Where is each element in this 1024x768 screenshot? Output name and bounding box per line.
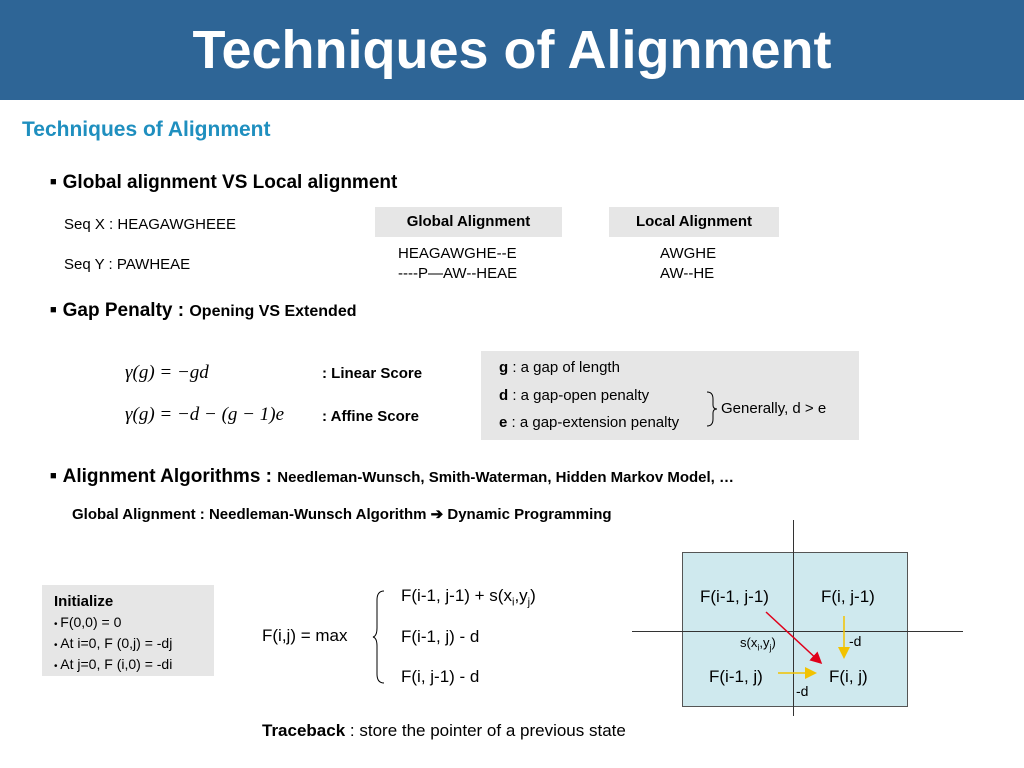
section-subtitle: Techniques of Alignment — [22, 118, 271, 141]
dp-grid-box — [682, 552, 908, 707]
recurrence-brace-icon — [372, 590, 385, 684]
seq-x: Seq X : HEAGAWGHEEE — [64, 216, 236, 233]
initialize-list: • F(0,0) = 0 • At i=0, F (0,j) = -dj • A… — [54, 613, 172, 676]
bullet-global-vs-local: ■Global alignment VS Local alignment — [50, 172, 398, 193]
init-item: • F(0,0) = 0 — [54, 614, 122, 630]
linear-formula: γ(g) = −gd — [125, 362, 209, 383]
local-alignment-result: AWGHE AW--HE — [660, 244, 716, 284]
cell-top-right: F(i, j-1) — [821, 587, 875, 606]
gap-note: Generally, d > e — [721, 400, 827, 417]
cell-bottom-right: F(i, j) — [829, 667, 868, 686]
global-line-1: HEAGAWGHE--E — [398, 245, 517, 262]
def-e: e : a gap-extension penalty — [499, 414, 680, 431]
initialize-box: Initialize • F(0,0) = 0 • At i=0, F (0,j… — [42, 585, 214, 676]
brace-icon — [706, 391, 718, 427]
linear-label: : Linear Score — [322, 365, 423, 382]
init-item: • At j=0, F (i,0) = -di — [54, 656, 173, 672]
recurrence-case-1: F(i-1, j-1) + s(xi,yj) — [401, 586, 536, 609]
recurrence-lhs: F(i,j) = max — [262, 626, 348, 645]
gap-label-right: -d — [849, 633, 862, 649]
cell-bottom-left: F(i-1, j) — [709, 667, 763, 686]
bullet-square-icon: ■ — [50, 304, 57, 316]
bullet-square-icon: ■ — [50, 470, 57, 482]
traceback-line: Traceback : store the pointer of a previ… — [262, 721, 626, 740]
grid-vertical-line — [793, 520, 794, 716]
cell-top-left: F(i-1, j-1) — [700, 587, 769, 606]
diagonal-arrow-icon — [765, 611, 823, 665]
right-arrow-icon: ➔ — [430, 506, 444, 523]
bullet-square-icon: ■ — [50, 176, 57, 188]
global-line-2: ----P—AW--HEAE — [398, 265, 518, 282]
def-d: d : a gap-open penalty — [499, 387, 650, 404]
local-alignment-header: Local Alignment — [609, 207, 779, 237]
recurrence-case-2: F(i-1, j) - d — [401, 627, 480, 646]
affine-label: : Affine Score — [322, 408, 419, 425]
grid-arrows — [765, 611, 850, 679]
bullet-alignment-algorithms: ■Alignment Algorithms : Needleman-Wunsch… — [50, 466, 735, 487]
slide-title: Techniques of Alignment — [192, 20, 832, 80]
local-line-2: AW--HE — [660, 265, 715, 282]
gap-label-bottom: -d — [796, 683, 809, 699]
bullet-gap-penalty: ■Gap Penalty : Opening VS Extended — [50, 300, 357, 321]
grid-horizontal-line — [632, 631, 963, 632]
init-item: • At i=0, F (0,j) = -dj — [54, 635, 173, 651]
global-alignment-header: Global Alignment — [375, 207, 562, 237]
global-alignment-result: HEAGAWGHE--E ----P—AW--HEAE — [398, 244, 517, 284]
recurrence-case-3: F(i, j-1) - d — [401, 667, 480, 686]
gap-definitions-box: g : a gap of length d : a gap-open penal… — [481, 351, 859, 440]
substitution-label: s(xi,yj) — [740, 635, 776, 653]
def-g: g : a gap of length — [499, 359, 620, 376]
seq-y: Seq Y : PAWHEAE — [64, 256, 191, 273]
global-dp-line: Global Alignment : Needleman-Wunsch Algo… — [72, 506, 612, 523]
initialize-title: Initialize — [54, 593, 114, 610]
title-bar — [0, 0, 1024, 100]
affine-formula: γ(g) = −d − (g − 1)e — [125, 404, 285, 425]
local-line-1: AWGHE — [660, 245, 717, 262]
